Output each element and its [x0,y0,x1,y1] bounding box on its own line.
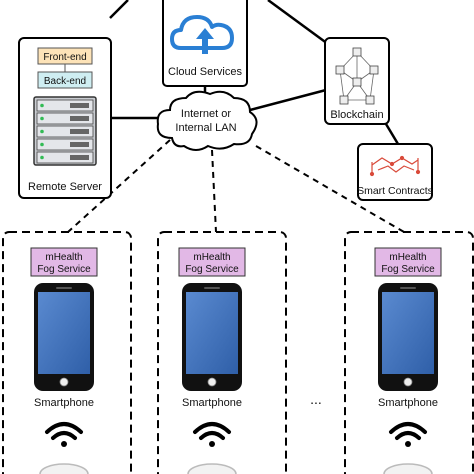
remote-server-node: Front-end Back-end Remote Server [18,37,112,199]
fog-service-label-line1: mHealth [389,252,426,263]
smart-contracts-node: Smart Contracts [357,143,433,201]
internet-label-line2: Internal LAN [175,122,236,134]
smartphone-label: Smartphone [34,397,94,409]
dashed-links [67,139,405,233]
back-end-box [37,71,93,89]
internet-lan-node: Internet or Internal LAN [156,90,258,151]
cloud-services-label: Cloud Services [168,66,242,78]
sensor-device-icon [383,463,433,474]
cloud-upload-icon [170,15,234,54]
dashed-link-1 [67,139,171,233]
blockchain-network-icon [335,47,379,105]
smart-contracts-label: Smart Contracts [357,185,433,197]
front-end-label: Front-end [43,52,86,63]
remote-server-label: Remote Server [28,181,102,193]
sensor-device-icon [187,463,237,474]
wifi-icon [389,422,427,447]
fog-service-label-line2: Fog Service [381,264,435,275]
smartphone-icon [378,283,438,391]
dashed-link-2 [211,149,217,233]
wifi-icon [45,422,83,447]
smartphone-icon [182,283,242,391]
sensor-device-icon [39,463,89,474]
blockchain-label: Blockchain [330,109,383,121]
cloud-services-node: Cloud Services [162,0,248,87]
fog-service-box [30,247,98,277]
line-remote-top [109,0,129,19]
internet-label-line1: Internet or [181,108,231,120]
device-group-1: mHealth Fog Service Smartphone [2,231,132,474]
blockchain-node: Blockchain [324,37,390,125]
smartphone-label: Smartphone [378,397,438,409]
more-devices-ellipsis: ... [310,391,322,407]
fog-service-label-line2: Fog Service [185,264,239,275]
internet-cloud-icon [156,90,258,151]
line-internet-blockchain [249,88,327,112]
smartphone-icon [34,283,94,391]
back-end-label: Back-end [44,76,86,87]
fog-service-box [374,247,442,277]
fog-service-box [178,247,246,277]
fog-service-label-line1: mHealth [193,252,230,263]
connector-lines [109,0,400,145]
line-blockchain-contracts [384,123,400,145]
device-group-3: mHealth Fog Service Smartphone [344,231,474,474]
server-rack-icon [33,96,97,166]
handshake-icon [369,155,421,177]
fog-service-label-line2: Fog Service [37,264,91,275]
fog-service-label-line1: mHealth [45,252,82,263]
line-cloud-blockchain [267,0,329,46]
wifi-icon [193,422,231,447]
device-group-2: mHealth Fog Service Smartphone [157,231,287,474]
smartphone-label: Smartphone [182,397,242,409]
